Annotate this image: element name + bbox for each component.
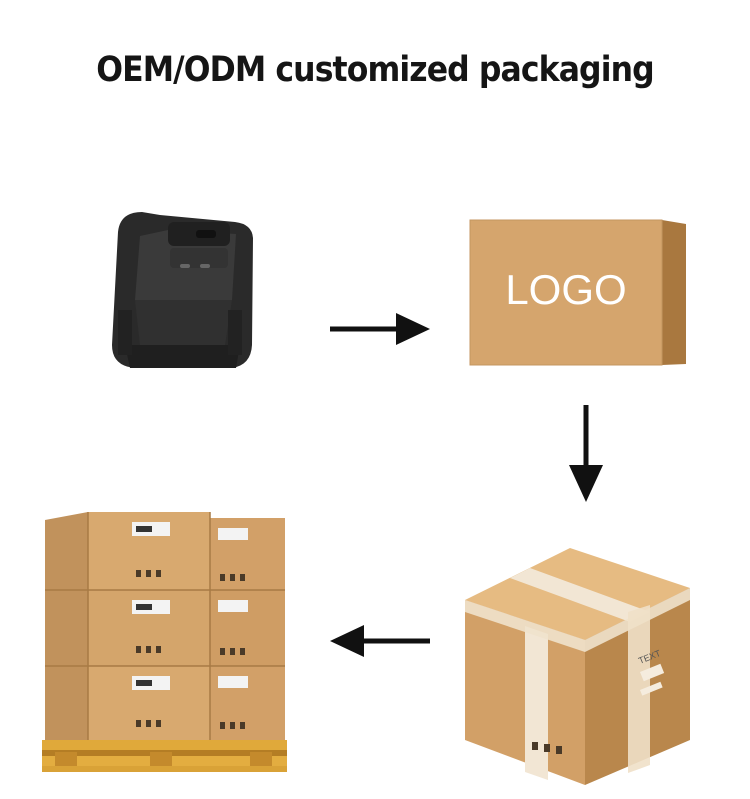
branded-box: LOGO (469, 219, 686, 366)
pallet-stack (42, 512, 287, 772)
arrow-right-icon (330, 313, 430, 345)
arrow-left-icon (330, 625, 430, 657)
arrow-down-icon (569, 405, 603, 502)
logo-text: LOGO (505, 266, 626, 313)
shipping-box: TEXT (465, 548, 690, 785)
phone-stand-device (112, 212, 253, 368)
page-title: OEM/ODM customized packaging (96, 50, 654, 90)
